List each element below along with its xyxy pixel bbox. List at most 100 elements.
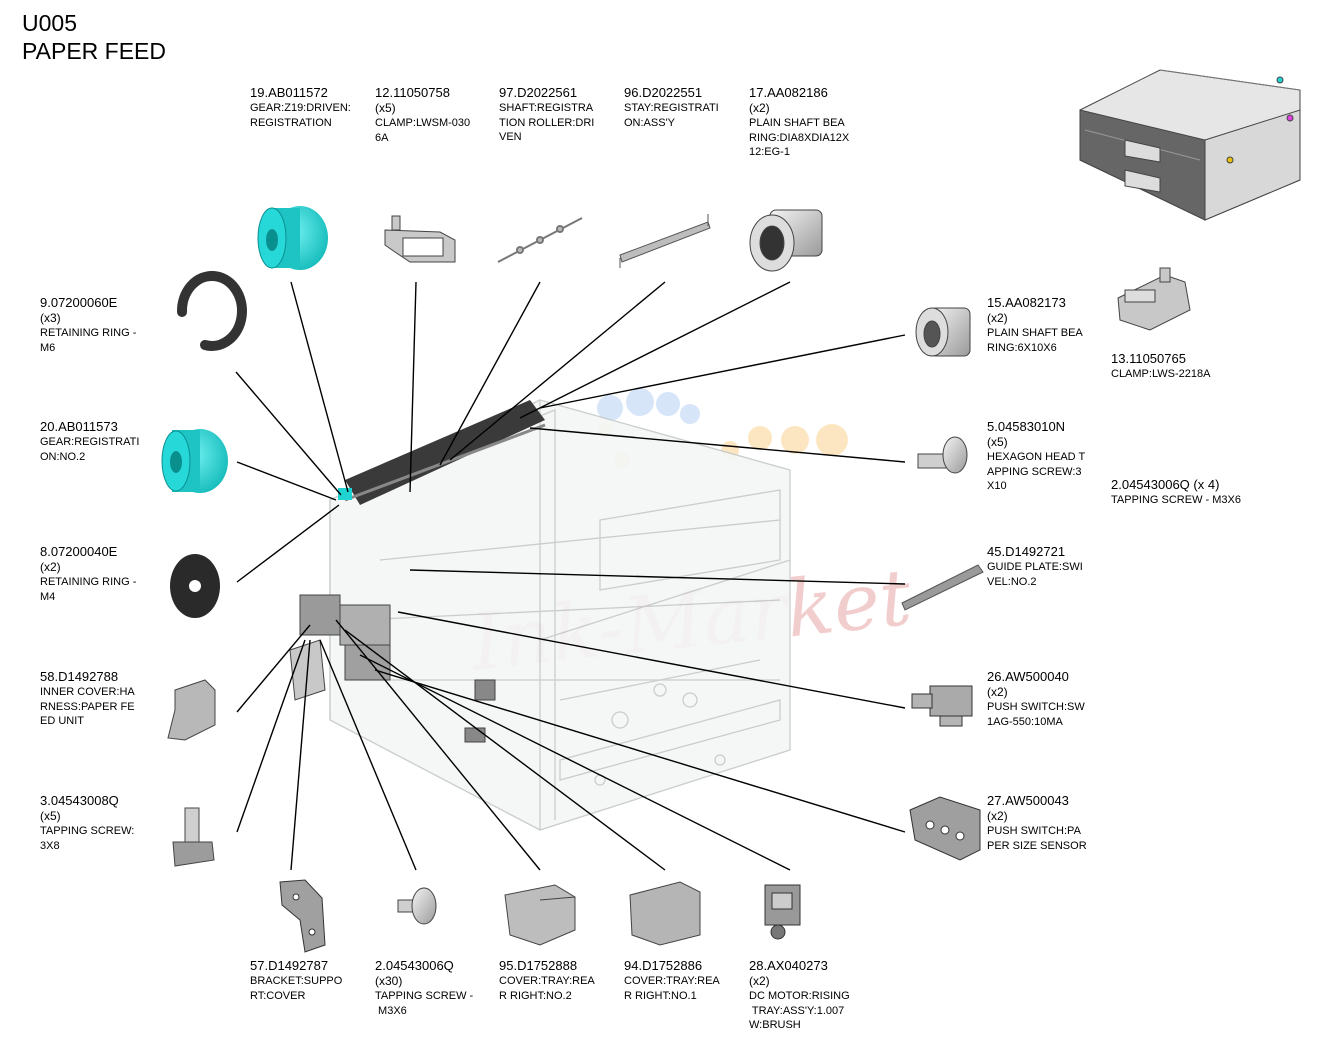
part-qty: (x5) — [40, 809, 61, 823]
part-label-58: 58.D1492788 INNER COVER:HA RNESS:PAPER F… — [40, 669, 135, 729]
part-desc: PER SIZE SENSOR — [987, 839, 1087, 852]
part-desc: GEAR:REGISTRATI — [40, 436, 140, 448]
part-qty: (x3) — [40, 311, 61, 325]
part-desc: GEAR:Z19:DRIVEN: — [250, 102, 351, 114]
part-number: 96.D2022551 — [624, 85, 703, 100]
part-number: 27.AW500043 — [987, 793, 1069, 808]
part-number: 94.D1752886 — [624, 958, 703, 973]
part-qty: (x5) — [375, 101, 396, 115]
part-number: 95.D1752888 — [499, 958, 578, 973]
retaining-ring-m4-icon — [170, 554, 220, 618]
part-desc: INNER COVER:HA — [40, 686, 135, 698]
push-switch-paper-size-icon — [909, 796, 981, 861]
part-label-26: 26.AW500040 (x2) PUSH SWITCH:SW 1AG-550:… — [987, 669, 1085, 729]
part-desc: 3X8 — [40, 839, 60, 852]
part-label-20: 20.AB011573 GEAR:REGISTRATI ON:NO.2 — [40, 419, 139, 464]
part-desc: CLAMP:LWS-2218A — [1111, 368, 1211, 380]
plain-shaft-bearing-17-icon — [749, 209, 823, 272]
part-number: 45.D1492721 — [987, 544, 1066, 559]
part-desc: M3X6 — [375, 1004, 407, 1017]
part-desc: RT:COVER — [250, 989, 306, 1002]
tapping-screw-3x8-icon — [172, 807, 215, 867]
part-number: 13.11050765 — [1111, 351, 1186, 366]
page-title: PAPER FEED — [22, 38, 166, 64]
part-desc: TAPPING SCREW - — [375, 990, 474, 1002]
part-desc: PUSH SWITCH:PA — [987, 825, 1081, 837]
part-label-27: 27.AW500043 (x2) PUSH SWITCH:PA PER SIZE… — [987, 793, 1087, 853]
part-qty: (x2) — [987, 685, 1008, 699]
part-number: 58.D1492788 — [40, 669, 119, 684]
part-qty: (x2) — [749, 974, 770, 988]
part-desc: RING:6X10X6 — [987, 341, 1057, 354]
part-desc: RETAINING RING - — [40, 576, 137, 588]
guide-plate-swivel-icon — [901, 564, 984, 611]
part-desc: ED UNIT — [40, 715, 84, 727]
part-number: 57.D1492787 — [250, 958, 329, 973]
part-desc: GUIDE PLATE:SWI — [987, 561, 1083, 573]
part-label-8: 8.07200040E (x2) RETAINING RING - M4 — [40, 544, 136, 604]
part-number: 17.AA082186 — [749, 85, 828, 100]
bracket-support-cover-icon — [279, 879, 326, 953]
part-number: 5.04583010N — [987, 419, 1066, 434]
registration-roller-assembly — [338, 400, 546, 505]
part-desc: STAY:REGISTRATI — [624, 102, 719, 114]
part-desc: CLAMP:LWSM-030 — [375, 117, 471, 129]
leader-lines — [235, 281, 906, 871]
part-desc: RNESS:PAPER FE — [40, 700, 135, 713]
stay-registration-icon — [619, 214, 711, 268]
part-label-97: 97.D2022561 SHAFT:REGISTRA TION ROLLER:D… — [499, 85, 594, 145]
part-number: 15.AA082173 — [987, 295, 1066, 310]
part-desc: ON:ASS'Y — [624, 116, 676, 129]
part-number: 9.07200060E — [40, 295, 118, 310]
part-desc: R RIGHT:NO.2 — [499, 989, 572, 1002]
part-label-19: 19.AB011572 GEAR:Z19:DRIVEN: REGISTRATIO… — [250, 85, 351, 130]
part-desc: VEN — [499, 131, 522, 143]
part-number: 8.07200040E — [40, 544, 118, 559]
part-desc: TAPPING SCREW: — [40, 825, 135, 837]
part-qty: (x5) — [987, 435, 1008, 449]
part-qty: (x2) — [987, 809, 1008, 823]
part-number: 26.AW500040 — [987, 669, 1069, 684]
part-number: 28.AX040273 — [749, 958, 828, 973]
paper-feed-unit-overview — [1079, 69, 1301, 221]
part-label-12: 12.11050758 (x5) CLAMP:LWSM-030 6A — [375, 85, 470, 145]
part-desc: DC MOTOR:RISING — [749, 990, 850, 1002]
part-qty: (x2) — [40, 560, 61, 574]
part-label-96: 96.D2022551 STAY:REGISTRATI ON:ASS'Y — [624, 85, 719, 130]
part-number: 12.11050758 — [375, 85, 450, 100]
part-label-17: 17.AA082186 (x2) PLAIN SHAFT BEA RING:DI… — [749, 85, 849, 160]
part-label-2-bottom: 2.04543006Q (x30) TAPPING SCREW - M3X6 — [375, 958, 473, 1018]
part-label-15: 15.AA082173 (x2) PLAIN SHAFT BEA RING:6X… — [987, 295, 1083, 355]
part-desc: TRAY:ASS'Y:1.007 — [749, 1004, 845, 1017]
part-desc: X10 — [987, 480, 1007, 492]
dc-motor-icon — [764, 884, 801, 940]
part-label-3: 3.04543008Q (x5) TAPPING SCREW: 3X8 — [40, 793, 134, 853]
push-switch-sw-icon — [911, 685, 973, 727]
part-desc: BRACKET:SUPPO — [250, 975, 343, 987]
part-qty: (x2) — [987, 311, 1008, 325]
part-label-45: 45.D1492721 GUIDE PLATE:SWI VEL:NO.2 — [987, 544, 1083, 589]
part-label-13: 13.11050765 CLAMP:LWS-2218A — [1111, 351, 1210, 382]
part-desc: SHAFT:REGISTRA — [499, 102, 594, 114]
page-code: U005 — [22, 10, 77, 36]
gear-driven-registration-icon — [257, 206, 328, 270]
part-desc: PLAIN SHAFT BEA — [749, 117, 845, 129]
part-desc: W:BRUSH — [749, 1019, 801, 1031]
tapping-screw-m3x6-icon — [397, 887, 437, 925]
clamp-lws-icon — [1117, 267, 1191, 331]
part-number: 97.D2022561 — [499, 85, 578, 100]
part-desc: PUSH SWITCH:SW — [987, 701, 1085, 713]
part-qty: (x2) — [749, 101, 770, 115]
part-desc: COVER:TRAY:REA — [499, 975, 595, 987]
part-number: 20.AB011573 — [40, 419, 118, 434]
part-label-28: 28.AX040273 (x2) DC MOTOR:RISING TRAY:AS… — [749, 958, 850, 1033]
cover-tray-no2-icon — [504, 884, 576, 946]
part-label-2-right: 2.04543006Q (x 4) TAPPING SCREW - M3X6 — [1111, 477, 1241, 508]
shaft-registration-icon — [497, 217, 583, 263]
part-desc: RETAINING RING - — [40, 327, 137, 339]
retaining-ring-m6-icon — [176, 271, 247, 351]
part-desc: 1AG-550:10MA — [987, 715, 1063, 728]
part-label-5: 5.04583010N (x5) HEXAGON HEAD T APPING S… — [987, 419, 1085, 494]
part-number: 2.04543006Q — [375, 958, 454, 973]
